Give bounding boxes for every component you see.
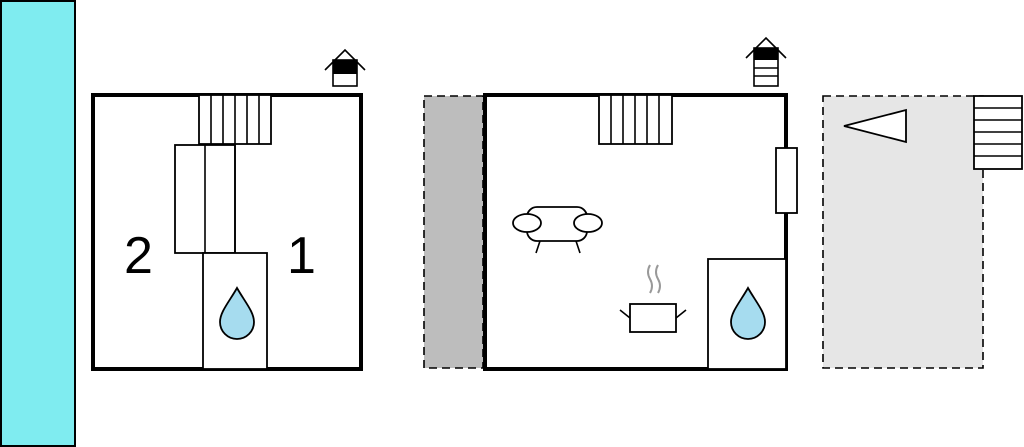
window — [775, 147, 798, 214]
room-label-2: 2 — [124, 227, 153, 285]
water-area — [0, 0, 76, 447]
ground-floor-plan — [483, 93, 798, 371]
upper-bathroom — [202, 252, 268, 370]
triangle-arrow-icon — [843, 108, 907, 144]
house-upper-floor-icon — [324, 48, 366, 87]
house-ground-floor-icon — [745, 36, 787, 87]
terrace-area — [822, 95, 984, 369]
stairs-icon — [198, 94, 272, 145]
stairs-icon — [598, 94, 673, 145]
covered-area — [423, 95, 484, 369]
room-label-1: 1 — [287, 227, 316, 285]
cooking-pot-icon — [619, 264, 687, 333]
water-drop-icon — [730, 286, 766, 340]
ground-bathroom — [707, 258, 787, 370]
steam — [647, 264, 661, 294]
central-partition — [174, 144, 236, 254]
outdoor-stairs-icon — [973, 95, 1023, 170]
water-drop-icon — [219, 286, 255, 340]
sofa-icon — [512, 206, 603, 254]
upper-floor-plan: 2 1 — [91, 93, 363, 371]
